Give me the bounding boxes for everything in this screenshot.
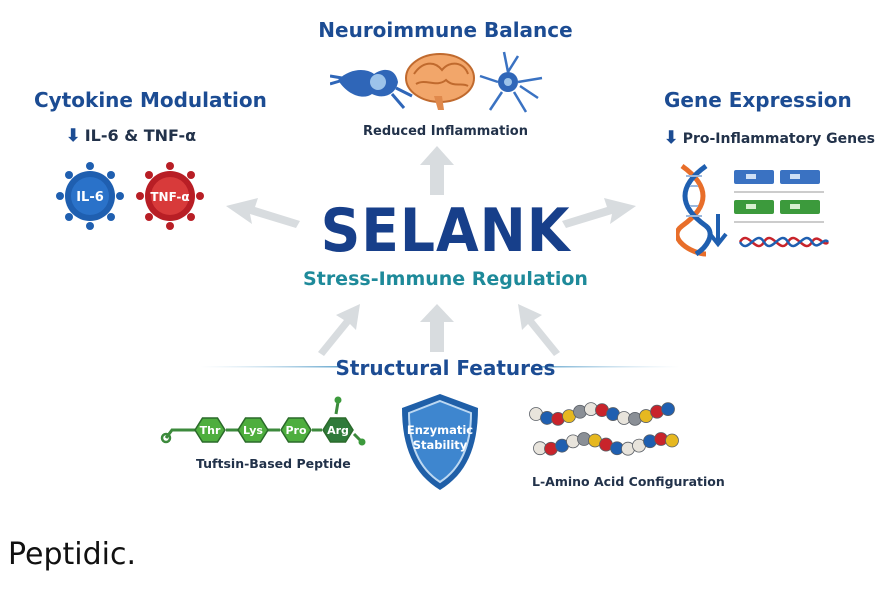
peptide-residues: Thr Lys Pro Arg bbox=[194, 417, 354, 443]
residue-hexagon bbox=[237, 417, 269, 443]
gene-caption-row: ⬇ Pro-Inflammatory Genes bbox=[664, 128, 875, 148]
cytokine-viruses: IL-6 TNF-α bbox=[56, 162, 204, 230]
neuro-heading: Neuroimmune Balance bbox=[318, 18, 573, 42]
amino-bead bbox=[665, 433, 679, 448]
peptide-caption: Tuftsin-Based Peptide bbox=[196, 456, 351, 471]
amino-acid-chain bbox=[529, 402, 679, 456]
residue-hexagon bbox=[280, 417, 312, 443]
neuron-icon bbox=[479, 51, 543, 113]
down-arrow-icon: ⬇ bbox=[664, 128, 679, 147]
footer-brand: Peptidic. bbox=[8, 537, 137, 572]
arrow-left-icon bbox=[226, 198, 300, 228]
selank-tagline: Stress-Immune Regulation bbox=[303, 268, 588, 290]
arrow-up-icon bbox=[420, 146, 454, 195]
structural-divider bbox=[200, 366, 680, 368]
tnf-virus-icon: TNF-α bbox=[136, 162, 204, 230]
cytokine-heading: Cytokine Modulation bbox=[34, 88, 267, 112]
il6-label: IL-6 bbox=[76, 190, 104, 205]
selank-title: SELANK bbox=[320, 196, 571, 266]
brain-icon bbox=[405, 53, 475, 110]
neuro-caption: Reduced Inflammation bbox=[363, 124, 528, 139]
residue-label: Arg bbox=[327, 424, 349, 437]
neuro-illustration bbox=[330, 51, 543, 113]
shield-line1: Enzymatic bbox=[407, 423, 473, 437]
gene-bars-icon bbox=[734, 170, 824, 223]
il6-virus-icon: IL-6 bbox=[56, 162, 124, 230]
amino-caption: L-Amino Acid Configuration bbox=[532, 474, 725, 489]
shield-badge: Enzymatic Stability bbox=[402, 394, 478, 490]
amino-bead bbox=[661, 402, 675, 416]
residue-label: Pro bbox=[285, 424, 306, 437]
arrow-up-left-icon bbox=[318, 304, 360, 356]
dna-wave-icon bbox=[738, 236, 830, 248]
residue-hexagon bbox=[194, 417, 226, 443]
dna-icon bbox=[676, 163, 728, 257]
neuron-icon bbox=[330, 69, 413, 109]
peptide-chain: Thr Lys Pro Arg bbox=[160, 396, 366, 446]
shield-line2: Stability bbox=[413, 438, 468, 452]
cytokine-caption-row: ⬇ IL-6 & TNF-α bbox=[66, 126, 196, 146]
residue-label: Lys bbox=[243, 424, 263, 437]
arrow-up-right-icon bbox=[518, 304, 560, 356]
gene-heading: Gene Expression bbox=[664, 88, 852, 112]
tnf-label: TNF-α bbox=[150, 190, 189, 204]
gene-illustration bbox=[676, 163, 830, 257]
residue-hexagon bbox=[322, 417, 354, 443]
cytokine-caption: IL-6 & TNF-α bbox=[84, 126, 197, 145]
gene-caption: Pro-Inflammatory Genes bbox=[682, 131, 875, 147]
down-arrow-icon: ⬇ bbox=[66, 126, 81, 145]
arrow-right-icon bbox=[562, 198, 636, 228]
residue-label: Thr bbox=[200, 424, 221, 437]
structural-heading: Structural Features bbox=[335, 356, 556, 380]
arrow-up-center-icon bbox=[420, 304, 454, 352]
